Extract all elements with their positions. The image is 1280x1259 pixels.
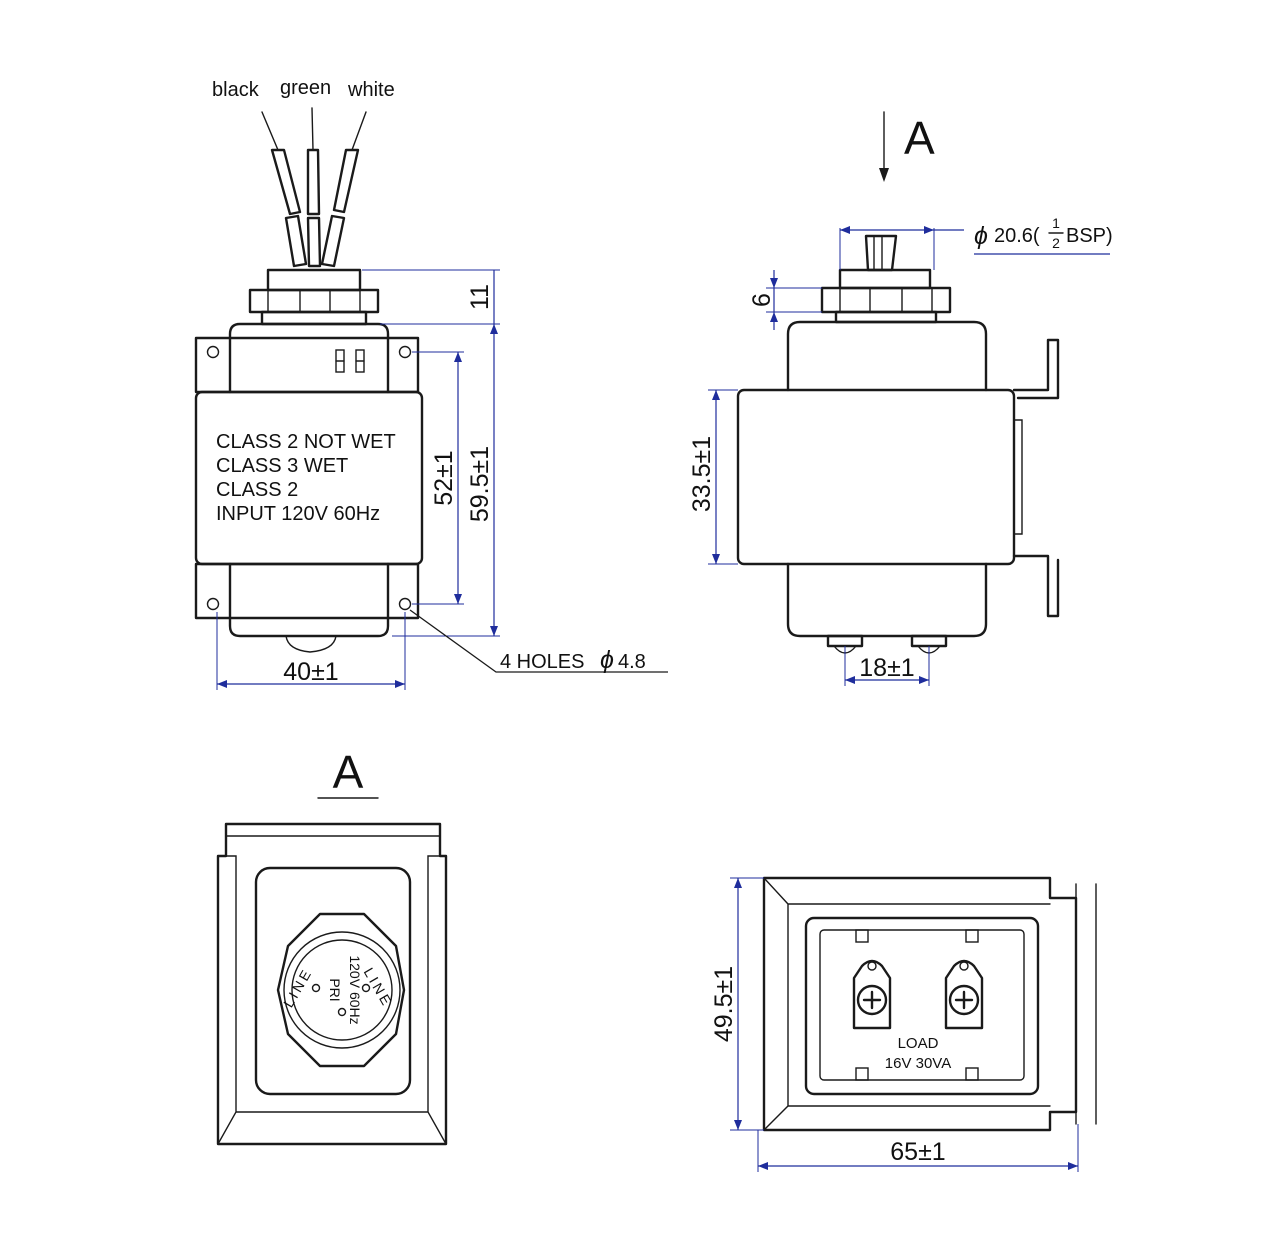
dim-nut-6: 6: [748, 270, 822, 330]
dim-core-height: 33.5±1: [688, 389, 738, 565]
upper-coil: [228, 322, 390, 394]
dim-nut-label: 11: [466, 284, 494, 310]
view-a-title: A: [333, 746, 364, 798]
mount-hole-br: [398, 597, 412, 611]
view-a-line-right: LINE: [361, 965, 396, 1010]
thread-suffix-label: BSP): [1066, 225, 1113, 247]
holes-callout-text: 4 HOLES: [500, 651, 584, 673]
side-nut: [820, 286, 952, 314]
terminal-marks: [335, 349, 365, 373]
load-terminal-right: [944, 959, 984, 1030]
lower-bracket: [194, 562, 420, 620]
side-coil-top: [786, 320, 988, 392]
view-a-markings: PRI 120V 60Hz LINE LINE: [280, 955, 396, 1024]
wire-label-black: black: [212, 79, 260, 101]
dim-height-label: 59.5±1: [466, 446, 494, 522]
side-nut-top: [838, 268, 932, 290]
dim-terminal-spacing-label: 18±1: [859, 654, 914, 682]
thread-fraction-denominator: 2: [1052, 235, 1060, 251]
wire-label-white: white: [347, 79, 395, 101]
holes-phi-symbol: ϕ: [600, 646, 614, 674]
dim-bottom-height-label: 49.5±1: [710, 966, 738, 1042]
mount-hole-tl: [206, 345, 220, 359]
side-core: [736, 388, 1016, 566]
bottom-view: LOAD 16V 30VA 49.5±1 65±1: [710, 876, 1097, 1172]
thread-fraction-numerator: 1: [1052, 215, 1060, 231]
screw-right-icon: [948, 984, 980, 1016]
thread-size-label: 20.6(: [994, 225, 1040, 247]
mount-hole-tr: [398, 345, 412, 359]
dim-bottom-width: 65±1: [757, 1124, 1079, 1172]
holes-callout: 4 HOLES ϕ 4.8: [409, 609, 668, 674]
core-front: [194, 390, 424, 566]
side-bracket: [1012, 338, 1060, 400]
side-coil-bottom: [786, 562, 988, 638]
dim-width: 40±1: [216, 612, 406, 690]
view-a-marker: A: [904, 112, 935, 164]
wire-label-green: green: [280, 77, 331, 99]
load-rating: 16V 30VA: [885, 1055, 951, 1072]
view-a-line-left: LINE: [280, 965, 315, 1010]
thread-phi-symbol: ϕ: [974, 222, 988, 250]
marking-line-4: INPUT 120V 60Hz: [216, 503, 380, 525]
panel-clips: [855, 929, 979, 1081]
front-view: CLASS 2 NOT WET CLASS 3 WET CLASS 2 INPU…: [194, 107, 668, 690]
view-a-pri: PRI: [327, 978, 343, 1001]
holes-callout-value: 4.8: [618, 651, 646, 673]
side-wires: [864, 234, 898, 272]
dim-hole-spacing: 52±1: [412, 351, 464, 605]
dim-nut-11: 11: [362, 269, 500, 325]
view-a-window: [254, 866, 412, 1096]
marking-line-3: CLASS 2: [216, 479, 298, 501]
view-a-rating: 120V 60Hz: [347, 955, 363, 1024]
terminal-bottom: [285, 635, 337, 653]
view-a-hole-right: [361, 983, 371, 993]
side-terminals: [826, 634, 948, 654]
view-a-arrow: A: [879, 111, 935, 182]
load-label: LOAD: [898, 1035, 939, 1052]
bottom-panel: [804, 916, 1040, 1096]
view-a-hole-bottom: [337, 1007, 347, 1017]
marking-line-1: CLASS 2 NOT WET: [216, 431, 396, 453]
load-terminal-left: [852, 959, 892, 1030]
screw-left-icon: [856, 984, 888, 1016]
wires: [261, 107, 367, 268]
dim-core-height-label: 33.5±1: [688, 436, 716, 512]
mount-hole-bl: [206, 597, 220, 611]
dim-hole-spacing-label: 52±1: [430, 450, 458, 505]
dim-width-label: 40±1: [283, 658, 338, 686]
dim-terminal-spacing: 18±1: [844, 646, 930, 686]
view-a-hole-left: [311, 983, 321, 993]
marking-line-2: CLASS 3 WET: [216, 455, 348, 477]
view-a-gland: [276, 912, 406, 1068]
dim-nut-6-label: 6: [748, 293, 776, 307]
view-a: A PRI 120V 60Hz LINE LINE: [216, 746, 448, 1146]
dim-bottom-width-label: 65±1: [890, 1138, 945, 1166]
dim-height: 59.5±1: [392, 324, 500, 637]
side-view: A ϕ 20.6( 1: [688, 111, 1113, 686]
dim-thread: ϕ 20.6( 1 2 BSP): [839, 215, 1113, 270]
dim-bottom-height: 49.5±1: [710, 877, 764, 1131]
lower-coil: [228, 562, 390, 638]
cable-gland: [248, 268, 380, 326]
